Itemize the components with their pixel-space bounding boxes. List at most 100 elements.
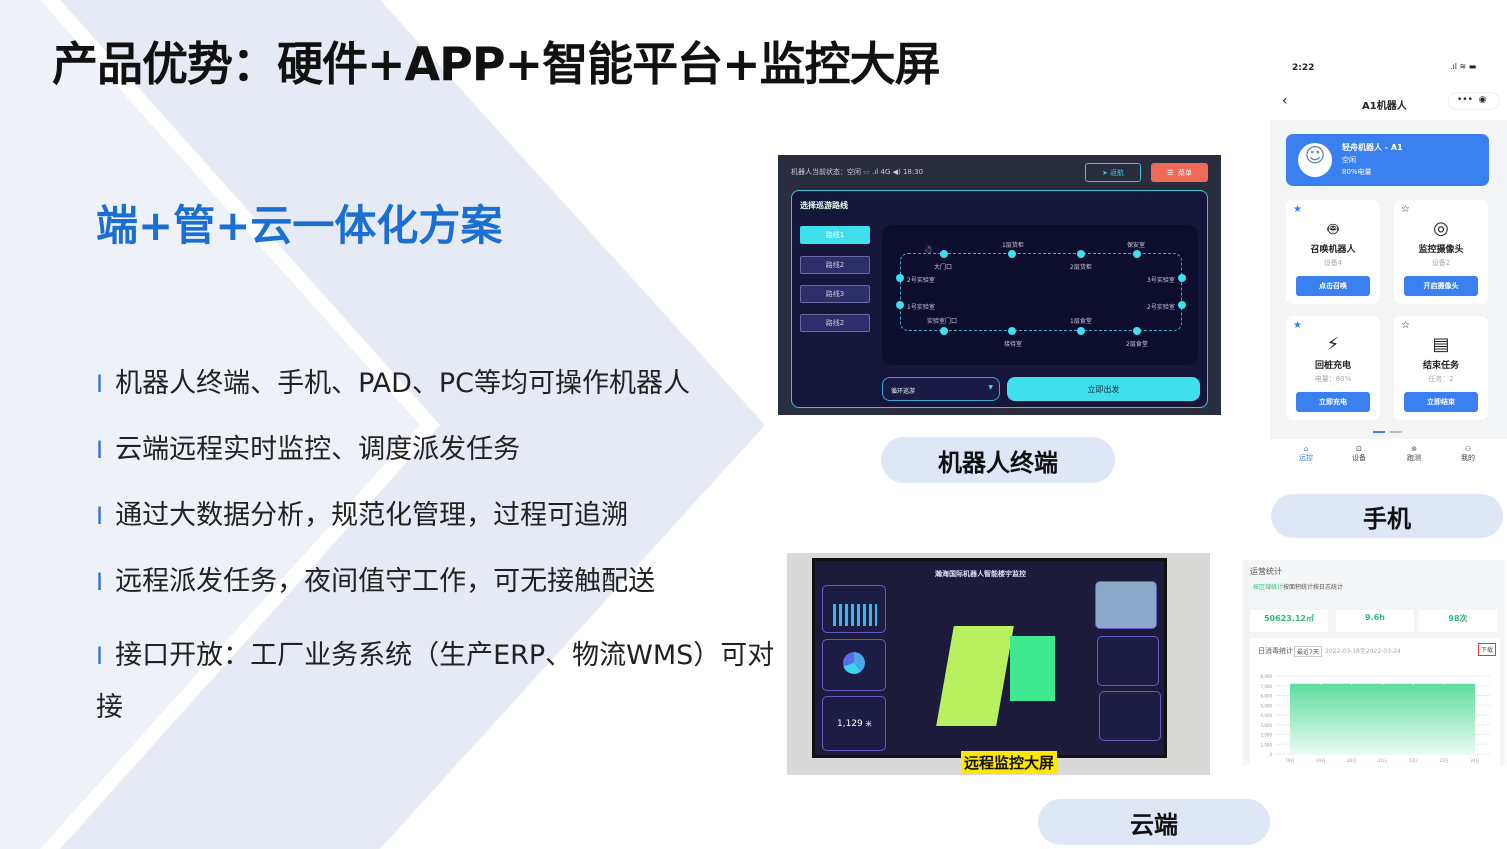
stats-tab[interactable]: 按日志统计 bbox=[1313, 584, 1344, 591]
bullet-marker: I bbox=[96, 436, 104, 464]
bullet-marker: I bbox=[96, 502, 104, 530]
tab-label: 远控 bbox=[1299, 454, 1313, 462]
page-indicator bbox=[1390, 431, 1402, 433]
menu-button[interactable]: ☰ 菜单 bbox=[1151, 163, 1208, 182]
node-label: 2号实验室 bbox=[1147, 304, 1175, 311]
photo-caption: 远程监控大屏 bbox=[961, 751, 1058, 774]
bullet-text: 机器人终端、手机、PAD、PC等均可操作机器人 bbox=[115, 368, 691, 399]
camera-icon: ◎ bbox=[1433, 218, 1449, 239]
robot-icon: 🤖︎ bbox=[1327, 219, 1339, 240]
slide-subtitle: 端+管+云一体化方案 bbox=[96, 201, 503, 250]
robot-battery: 80%电量 bbox=[1342, 168, 1372, 176]
route-button[interactable]: 路线1 bbox=[800, 226, 870, 244]
bullet-text: 接口开放：工厂业务系统（生产ERP、物流WMS）可对接 bbox=[96, 640, 775, 723]
range-select[interactable]: 最近7天 bbox=[1294, 646, 1322, 657]
menu-icon: ☰ bbox=[1167, 168, 1178, 177]
y-tick-label: 3,000 bbox=[1261, 723, 1273, 728]
tab-remote[interactable]: ⌂远控 bbox=[1286, 445, 1326, 463]
x-tick-label: 20日 bbox=[1347, 758, 1356, 763]
mini-program-capsule[interactable]: ••• ◉ bbox=[1448, 92, 1500, 110]
camera-button[interactable]: 开启摄像头 bbox=[1404, 276, 1478, 296]
route-button[interactable]: 路线3 bbox=[800, 285, 870, 303]
volume-icon: ◀) bbox=[892, 168, 901, 176]
node-label: 接待室 bbox=[1004, 341, 1023, 348]
star-filled-icon[interactable]: ★ bbox=[1293, 320, 1302, 331]
floor-map-zone bbox=[1010, 636, 1055, 701]
label-cloud: 云端 bbox=[1038, 799, 1270, 845]
user-icon: ⚇ bbox=[1464, 445, 1472, 453]
count-value: 1,129 bbox=[837, 719, 863, 729]
bar-chart-panel bbox=[822, 585, 886, 633]
robot-status: 空闲 bbox=[1342, 156, 1356, 164]
charge-button[interactable]: 立即充电 bbox=[1296, 392, 1370, 412]
kpi-hours: 9.6h bbox=[1336, 610, 1414, 632]
plug-icon: ⚡︎ bbox=[1326, 334, 1340, 355]
node-label: 实验室门口 bbox=[927, 318, 958, 325]
y-tick-label: 8,000 bbox=[1261, 674, 1273, 679]
signal-icon: .ıl bbox=[872, 168, 879, 176]
node-label: 2号实验室 bbox=[907, 277, 935, 284]
tab-bar bbox=[1270, 439, 1507, 475]
bullet-marker: I bbox=[96, 568, 104, 596]
route-node bbox=[896, 274, 904, 282]
node-label: 2层食堂 bbox=[1126, 341, 1148, 348]
y-tick-label: 2,000 bbox=[1261, 733, 1273, 738]
download-button[interactable]: 下载 bbox=[1478, 643, 1497, 656]
operations-stats-screenshot: 运营统计 按区域统计 按面积统计 按日志统计 50623.12㎡ 9.6h 98… bbox=[1243, 560, 1505, 765]
task-end-icon: ▤ bbox=[1432, 334, 1450, 355]
card-camera: ☆ ◎ 监控摄像头 设备2 开启摄像头 bbox=[1394, 200, 1488, 304]
map-pin-icon: ⊚ bbox=[1411, 445, 1417, 453]
x-tick-label: 19日 bbox=[1316, 758, 1325, 763]
mode-select[interactable]: 循环巡游▼ bbox=[882, 377, 1000, 401]
screen-header: 瀚海国际机器人智能楼宇监控 bbox=[935, 570, 1026, 578]
node-label: 1层货柜 bbox=[1002, 242, 1024, 249]
home-icon: ⌂ bbox=[1303, 445, 1309, 453]
y-tick-label: 0 bbox=[1269, 752, 1272, 757]
terminal-status-bar: 机器人当前状态：空闲 ▭ .ıl 4G ◀) 18:30 bbox=[791, 167, 923, 177]
route-button[interactable]: 路线2 bbox=[800, 256, 870, 274]
summon-button[interactable]: 点击召唤 bbox=[1296, 276, 1370, 296]
route-path bbox=[900, 253, 1182, 331]
return-label: 返航 bbox=[1110, 168, 1125, 177]
label-phone: 手机 bbox=[1271, 494, 1503, 538]
x-tick-label: 21日 bbox=[1378, 758, 1387, 763]
tab-devices[interactable]: ⊡设备 bbox=[1339, 445, 1379, 463]
route-node bbox=[1133, 250, 1141, 258]
route-button[interactable]: 路线2 bbox=[800, 314, 870, 332]
bullet-text: 云端远程实时监控、调度派发任务 bbox=[115, 434, 521, 465]
bullet-marker: I bbox=[96, 642, 104, 670]
tab-test[interactable]: ⊚跑测 bbox=[1394, 445, 1434, 463]
node-label: 大门口 bbox=[934, 264, 953, 271]
back-icon[interactable]: ‹ bbox=[1282, 93, 1288, 109]
star-outline-icon[interactable]: ☆ bbox=[1401, 320, 1410, 331]
star-outline-icon[interactable]: ☆ bbox=[1401, 204, 1410, 215]
card-end-task: ☆ ▤ 结束任务 任务：2 立即结束 bbox=[1394, 316, 1488, 420]
y-tick-label: 5,000 bbox=[1261, 703, 1273, 708]
count-panel: 1,129 米 bbox=[822, 696, 886, 751]
route-node bbox=[1008, 250, 1016, 258]
camera-feed bbox=[1095, 581, 1157, 629]
star-filled-icon[interactable]: ★ bbox=[1293, 204, 1302, 215]
data-point bbox=[1320, 683, 1322, 685]
data-point bbox=[1350, 683, 1353, 685]
route-node bbox=[1008, 327, 1016, 335]
x-tick-label: 23日 bbox=[1440, 758, 1449, 763]
robot-icon: ⊡ bbox=[1356, 445, 1362, 453]
mini-pie bbox=[843, 652, 865, 674]
stats-tab[interactable]: 按区域统计 bbox=[1253, 584, 1284, 591]
route-map: 大门口 1层货柜 2层货柜 保安室 3号实验室 2号实验室 2层食堂 1层食堂 … bbox=[882, 225, 1198, 365]
tab-mine[interactable]: ⚇我的 bbox=[1448, 445, 1488, 463]
end-task-button[interactable]: 立即结束 bbox=[1404, 392, 1478, 412]
return-button[interactable]: ➤ 返航 bbox=[1085, 163, 1141, 182]
tab-label: 设备 bbox=[1352, 454, 1366, 462]
stats-title: 运营统计 bbox=[1250, 567, 1282, 576]
start-button[interactable]: 立即出发 bbox=[1007, 377, 1200, 401]
stats-tab[interactable]: 按面积统计 bbox=[1283, 584, 1314, 591]
tab-label: 跑测 bbox=[1407, 454, 1421, 462]
card-sub: 任务：2 bbox=[1428, 375, 1454, 383]
tab-label: 我的 bbox=[1461, 454, 1475, 462]
